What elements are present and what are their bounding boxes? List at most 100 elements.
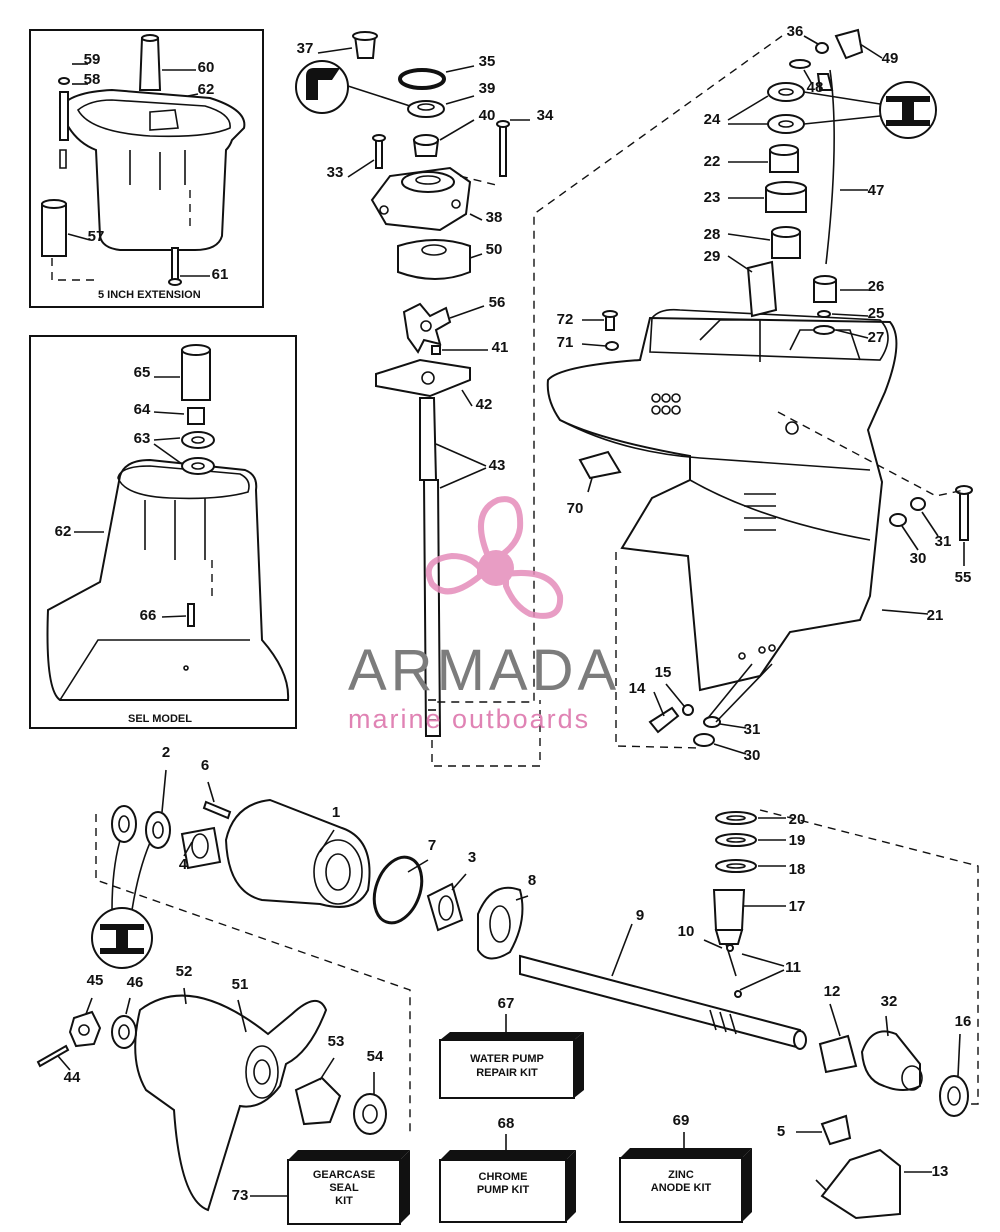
- callout-54: 54: [367, 1048, 384, 1065]
- callout-47: 47: [868, 182, 885, 199]
- callout-17: 17: [789, 898, 806, 915]
- kit-zinc-anode-line1: ZINC: [668, 1169, 694, 1181]
- callout-15: 15: [655, 664, 672, 681]
- callout-23: 23: [704, 189, 721, 206]
- callout-70: 70: [567, 500, 584, 517]
- callout-68: 68: [498, 1115, 515, 1132]
- callout-38: 38: [486, 209, 503, 226]
- logo-brand-text: ARMADA: [348, 638, 620, 703]
- callout-53: 53: [328, 1033, 345, 1050]
- callout-12: 12: [824, 983, 841, 1000]
- callout-69: 69: [673, 1112, 690, 1129]
- inset-5-inch-extension: 5 INCH EXTENSION: [29, 29, 264, 308]
- kit-water-pump: WATER PUMP REPAIR KIT: [439, 1014, 584, 1099]
- callout-30: 30: [744, 747, 761, 764]
- callout-52: 52: [176, 963, 193, 980]
- kit-chrome-pump: CHROME PUMP KIT: [439, 1134, 576, 1223]
- kit-water-pump-line1: WATER PUMP: [470, 1053, 544, 1065]
- propeller-logo-icon: [425, 496, 564, 619]
- callout-51: 51: [232, 976, 249, 993]
- callout-9: 9: [636, 907, 644, 924]
- kit-gearcase-seal-line2: SEAL: [329, 1182, 359, 1194]
- callout-27: 27: [868, 329, 885, 346]
- callout-57: 57: [88, 228, 105, 245]
- callout-28: 28: [704, 226, 721, 243]
- callout-24: 24: [704, 111, 721, 128]
- logo-tagline-text: marine outboards: [348, 704, 590, 734]
- callout-22: 22: [704, 153, 721, 170]
- callout-16: 16: [955, 1013, 972, 1030]
- callout-66: 66: [140, 607, 157, 624]
- callout-35: 35: [479, 53, 496, 70]
- callout-61: 61: [212, 266, 229, 283]
- callout-14: 14: [629, 680, 646, 697]
- callout-11: 11: [785, 959, 801, 976]
- kit-gearcase-seal-line3: KIT: [335, 1195, 353, 1207]
- callout-33: 33: [327, 164, 344, 181]
- callout-49: 49: [882, 50, 899, 67]
- callout-18: 18: [789, 861, 806, 878]
- callout-31: 31: [935, 533, 952, 550]
- callout-13: 13: [932, 1163, 949, 1180]
- callout-59: 59: [84, 51, 101, 68]
- propshaft-assembly: [36, 769, 979, 1220]
- inset-extension-caption: 5 INCH EXTENSION: [98, 289, 201, 301]
- callout-58: 58: [84, 71, 101, 88]
- callout-2: 2: [162, 744, 170, 761]
- callout-20: 20: [789, 811, 806, 828]
- callout-7: 7: [428, 837, 436, 854]
- callout-62: 62: [198, 81, 215, 98]
- callout-6: 6: [201, 757, 209, 774]
- callout-37: 37: [297, 40, 314, 57]
- callout-10: 10: [678, 923, 695, 940]
- callout-5: 5: [777, 1123, 785, 1140]
- callout-67: 67: [498, 995, 515, 1012]
- kit-chrome-pump-line2: PUMP KIT: [477, 1184, 530, 1196]
- water-pump-assembly: [295, 31, 541, 767]
- inset-sel-model: SEL MODEL: [29, 335, 297, 729]
- callout-43: 43: [489, 457, 506, 474]
- callout-36: 36: [787, 23, 804, 40]
- callout-4: 4: [179, 856, 188, 873]
- callout-39: 39: [479, 80, 496, 97]
- callout-72: 72: [557, 311, 574, 328]
- callout-64: 64: [134, 401, 151, 418]
- kit-gearcase-seal: GEARCASE SEAL KIT: [250, 1150, 410, 1225]
- callout-50: 50: [486, 241, 503, 258]
- callout-71: 71: [557, 334, 574, 351]
- callout-63: 63: [134, 430, 151, 447]
- callout-46: 46: [127, 974, 144, 991]
- callout-25: 25: [868, 305, 885, 322]
- callout-8: 8: [528, 872, 536, 889]
- callout-3: 3: [468, 849, 476, 866]
- callout-29: 29: [704, 248, 721, 265]
- kit-gearcase-seal-line1: GEARCASE: [313, 1169, 375, 1181]
- callout-60: 60: [198, 59, 215, 76]
- callout-26: 26: [868, 278, 885, 295]
- kit-water-pump-line2: REPAIR KIT: [476, 1067, 538, 1079]
- callout-56: 56: [489, 294, 506, 311]
- callout-31: 31: [744, 721, 761, 738]
- callout-19: 19: [789, 832, 806, 849]
- callout-62: 62: [55, 523, 72, 540]
- callout-44: 44: [64, 1069, 81, 1086]
- callout-34: 34: [537, 107, 554, 124]
- callout-40: 40: [479, 107, 496, 124]
- callout-45: 45: [87, 972, 104, 989]
- callout-30: 30: [910, 550, 927, 567]
- callout-48: 48: [807, 79, 824, 96]
- kit-zinc-anode: ZINC ANODE KIT: [619, 1132, 752, 1223]
- callout-42: 42: [476, 396, 493, 413]
- kit-zinc-anode-line2: ANODE KIT: [651, 1182, 712, 1194]
- callout-1: 1: [332, 804, 340, 821]
- callout-55: 55: [955, 569, 972, 586]
- kit-chrome-pump-line1: CHROME: [479, 1171, 528, 1183]
- inset-sel-caption: SEL MODEL: [128, 713, 192, 725]
- callout-73: 73: [232, 1187, 249, 1204]
- callout-21: 21: [927, 607, 944, 624]
- armada-logo: ARMADA marine outboards: [348, 496, 620, 734]
- callout-65: 65: [134, 364, 151, 381]
- callout-41: 41: [492, 339, 509, 356]
